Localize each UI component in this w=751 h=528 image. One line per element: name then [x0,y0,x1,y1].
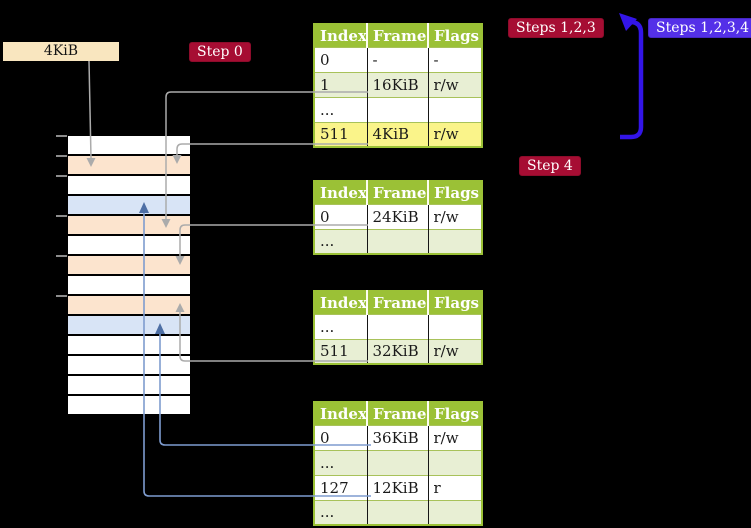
step-4-badge: Step 4 [519,156,581,176]
memory-frame [68,316,190,336]
cell-flags [427,313,482,339]
cell-frame [366,449,428,475]
col-header-index: Index [314,24,367,47]
page-table-4: Index Frame Flags 0 36KiB r/w ... 127 12… [313,401,483,526]
memory-frame [68,276,190,296]
table-row-highlighted: 511 4KiB r/w [314,121,482,147]
table-row: 1 16KiB r/w [314,71,482,97]
address-tick [56,175,67,177]
col-header-index: Index [314,181,367,204]
address-tick [56,155,67,157]
col-header-frame: Frame [366,181,428,204]
col-header-frame: Frame [366,24,428,47]
col-header-index: Index [314,291,367,314]
table-row: 0 24KiB r/w [314,203,482,229]
steps-1-2-3-badge: Steps 1,2,3 [508,18,604,38]
cell-frame: 24KiB [366,203,428,229]
col-header-flags: Flags [427,291,482,314]
cell-index: 0 [314,203,367,229]
page-table-3: Index Frame Flags ... 511 32KiB r/w [313,290,483,365]
cell-index: 0 [314,46,367,72]
memory-frame [68,396,190,416]
cell-frame [366,96,428,122]
cell-frame: 12KiB [366,474,428,500]
col-header-frame: Frame [366,291,428,314]
cell-index: ... [314,313,367,339]
cell-frame [366,228,428,254]
cell-frame: - [366,46,428,72]
cell-index: ... [314,449,367,475]
cell-index: 511 [314,121,367,147]
table-row: ... [314,313,482,339]
cell-flags [427,96,482,122]
cell-flags: - [427,46,482,72]
col-header-flags: Flags [427,181,482,204]
cell-index: 511 [314,338,367,364]
steps-1-2-3-4-badge: Steps 1,2,3,4 [648,18,751,38]
memory-frame [68,336,190,356]
col-header-flags: Flags [427,24,482,47]
memory-frame [68,156,190,176]
col-header-index: Index [314,402,367,425]
cell-frame [366,313,428,339]
table-header-row: Index Frame Flags [314,24,482,47]
cell-flags: r [427,474,482,500]
table-row: ... [314,96,482,122]
cell-frame: 16KiB [366,71,428,97]
table-row: ... [314,499,482,525]
frame-size-label: 4KiB [3,42,119,61]
cell-index: 1 [314,71,367,97]
physical-memory-strip [68,136,190,416]
cell-flags: r/w [427,121,482,147]
cell-index: ... [314,96,367,122]
cell-index: 127 [314,474,367,500]
address-tick [56,295,67,297]
table-row: 0 36KiB r/w [314,424,482,450]
memory-frame [68,296,190,316]
memory-frame [68,376,190,396]
table-header-row: Index Frame Flags [314,402,482,425]
cell-index: ... [314,499,367,525]
table-header-row: Index Frame Flags [314,181,482,204]
cell-flags: r/w [427,338,482,364]
address-tick [56,255,67,257]
arrowhead-up-left [619,13,637,31]
memory-frame [68,236,190,256]
recursive-loop-arrow [619,13,644,140]
step-0-badge: Step 0 [189,42,251,62]
memory-frame [68,356,190,376]
col-header-frame: Frame [366,402,428,425]
memory-frame [68,176,190,196]
memory-frame [68,216,190,236]
table-row: ... [314,449,482,475]
table-row: 127 12KiB r [314,474,482,500]
cell-flags: r/w [427,424,482,450]
memory-frame [68,136,190,156]
cell-frame: 36KiB [366,424,428,450]
table-row: 0 - - [314,46,482,72]
address-tick [56,215,67,217]
cell-flags [427,499,482,525]
cell-flags: r/w [427,203,482,229]
cell-flags [427,449,482,475]
memory-frame [68,196,190,216]
cell-index: ... [314,228,367,254]
cell-flags: r/w [427,71,482,97]
cell-frame: 4KiB [366,121,428,147]
cell-frame [366,499,428,525]
cell-index: 0 [314,424,367,450]
table-row: ... [314,228,482,254]
memory-frame [68,256,190,276]
cell-flags [427,228,482,254]
table-header-row: Index Frame Flags [314,291,482,314]
page-table-1: Index Frame Flags 0 - - 1 16KiB r/w ... … [313,23,483,148]
cell-frame: 32KiB [366,338,428,364]
col-header-flags: Flags [427,402,482,425]
address-tick [56,135,67,137]
page-table-2: Index Frame Flags 0 24KiB r/w ... [313,180,483,255]
table-row: 511 32KiB r/w [314,338,482,364]
